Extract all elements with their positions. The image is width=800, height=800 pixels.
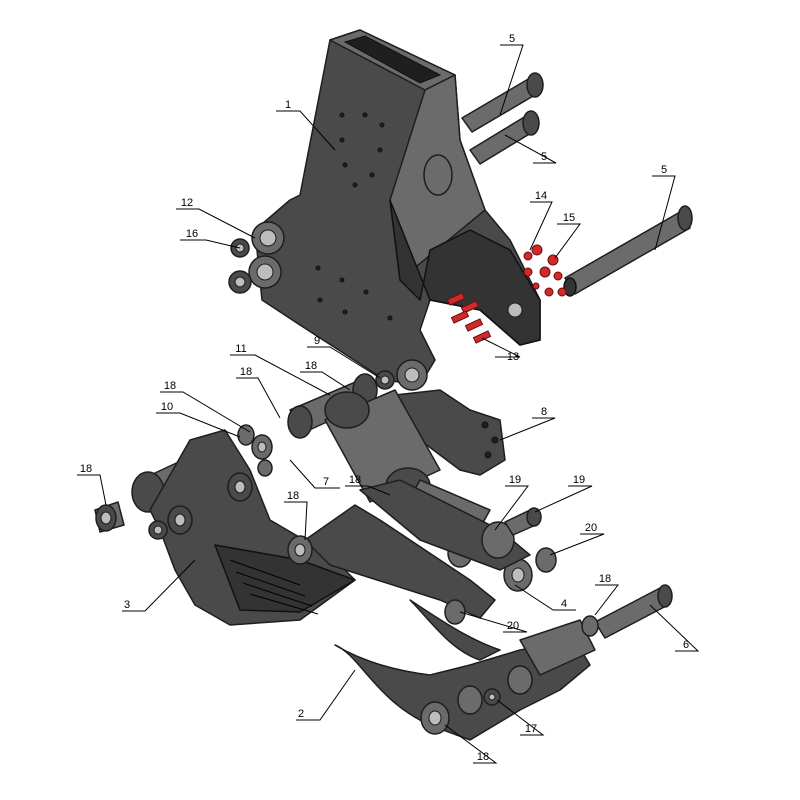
callout-16: 16 [186, 228, 198, 240]
callout-17: 17 [525, 723, 537, 735]
callout-7: 7 [323, 476, 329, 488]
callout-20a: 20 [585, 522, 597, 534]
callout-18h: 18 [477, 751, 489, 763]
pin-5-upper [461, 72, 544, 165]
callout-8: 8 [541, 406, 547, 418]
callout-18b: 18 [240, 366, 252, 378]
bushing-part-18-left [94, 501, 125, 533]
bushings-part-20 [444, 547, 557, 625]
pin-5-lower [563, 205, 693, 297]
callout-18c: 18 [305, 360, 317, 372]
pin-part-6 [581, 584, 673, 639]
callout-10: 10 [161, 401, 173, 413]
callout-18g: 18 [599, 573, 611, 585]
callout-20b: 20 [507, 620, 519, 632]
callout-13: 13 [507, 351, 519, 363]
callout-19b: 19 [573, 474, 585, 486]
callout-18d: 18 [80, 463, 92, 475]
callout-2: 2 [298, 708, 304, 720]
callout-18a: 18 [164, 380, 176, 392]
callout-19a: 19 [509, 474, 521, 486]
callout-5c: 5 [661, 164, 667, 176]
callout-1: 1 [285, 99, 291, 111]
hardware-bolts-nuts-13-14-15 [446, 244, 567, 344]
main-frame-part-1 [248, 29, 541, 391]
callout-11: 11 [235, 343, 246, 355]
callout-4: 4 [561, 598, 567, 610]
nut-part-9 [375, 370, 395, 390]
leader-lines [77, 44, 700, 764]
callout-5b: 5 [541, 151, 547, 163]
callout-18f: 18 [287, 490, 299, 502]
callout-9: 9 [314, 335, 320, 347]
callout-15: 15 [563, 212, 575, 224]
grapple-arm-part-3 [131, 429, 356, 626]
callout-6: 6 [683, 639, 689, 651]
callout-5a: 5 [509, 33, 515, 45]
bolts-part-19 [504, 507, 542, 536]
link-arm-part-4 [287, 479, 533, 619]
callout-3: 3 [124, 599, 130, 611]
callout-labels: 1 2 3 4 5 5 5 6 7 8 9 10 11 12 13 14 15 … [80, 33, 689, 763]
grapple-jaw-part-2 [334, 599, 596, 741]
nuts-part-16 [228, 238, 252, 294]
callout-12: 12 [181, 197, 193, 209]
callout-18e: 18 [349, 474, 361, 486]
callout-14: 14 [535, 190, 547, 202]
